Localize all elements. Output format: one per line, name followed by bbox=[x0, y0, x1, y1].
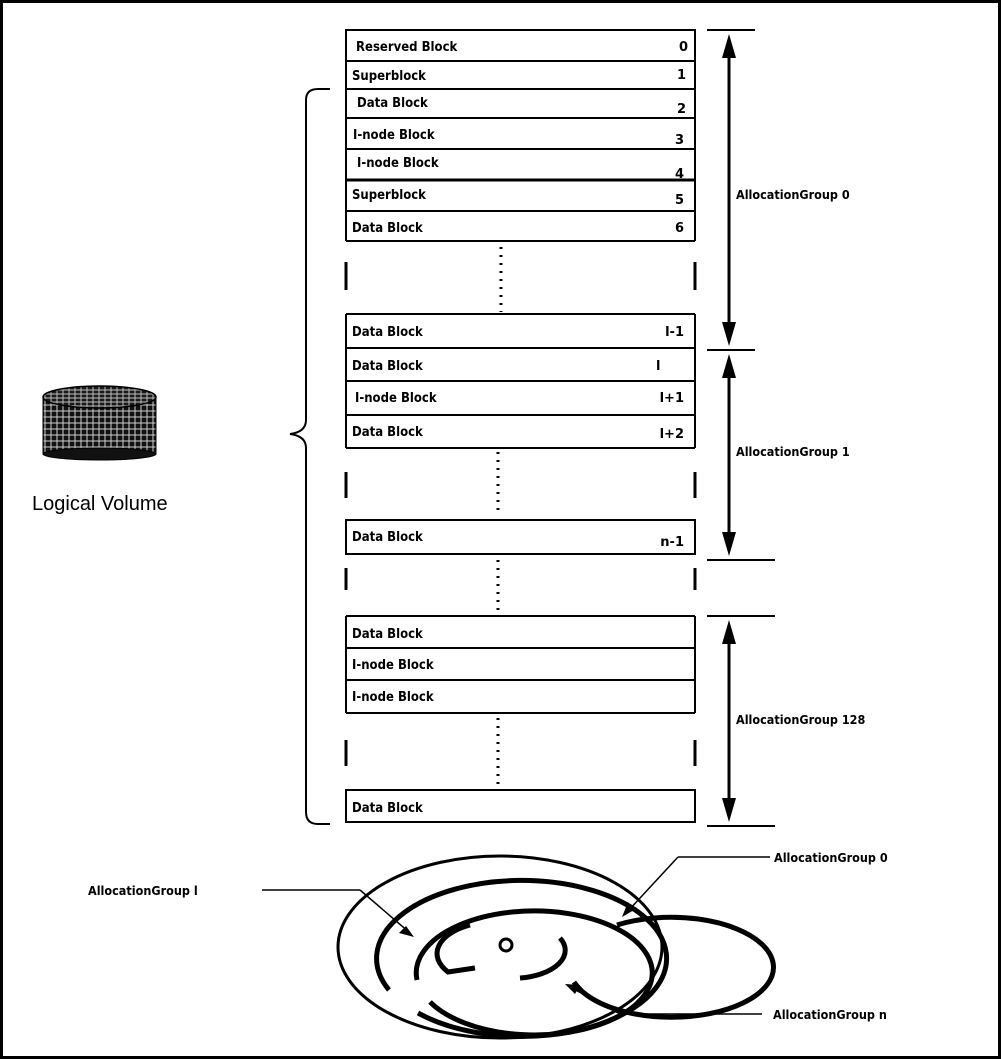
stack-brace bbox=[290, 89, 330, 824]
block-number: l bbox=[656, 359, 660, 374]
block-label: I-node Block bbox=[352, 690, 434, 705]
block-label: I-node Block bbox=[353, 128, 435, 143]
disk-stack-icon bbox=[43, 386, 156, 460]
block-label: Superblock bbox=[352, 188, 426, 203]
block-label: Data Block bbox=[352, 530, 423, 545]
block-label: Data Block bbox=[352, 221, 423, 236]
block-label: Data Block bbox=[352, 801, 423, 816]
logical-volume-label: Logical Volume bbox=[32, 493, 168, 515]
block-number: l-1 bbox=[665, 325, 684, 340]
group-labels: AllocationGroup 0 AllocationGroup 1 Allo… bbox=[736, 187, 865, 727]
block-number: 5 bbox=[675, 193, 684, 208]
block-number: l+1 bbox=[660, 391, 684, 406]
block-label: Data Block bbox=[352, 627, 423, 642]
block-number: n-1 bbox=[660, 535, 684, 550]
block-number: 2 bbox=[677, 102, 686, 117]
block-label: Superblock bbox=[352, 69, 426, 84]
disk-callout-label: AllocationGroup l bbox=[88, 883, 198, 898]
group-label: AllocationGroup 1 bbox=[736, 444, 850, 459]
ellipsis-dots bbox=[498, 247, 501, 786]
block-number: l+2 bbox=[660, 427, 684, 442]
disk-platter-icon bbox=[338, 856, 773, 1038]
block-label: Data Block bbox=[357, 96, 428, 111]
block-label: Data Block bbox=[352, 425, 423, 440]
block-label: I-node Block bbox=[352, 658, 434, 673]
block-number: 3 bbox=[675, 133, 684, 148]
disk-callout-label: AllocationGroup n bbox=[773, 1007, 887, 1022]
block-number: 6 bbox=[675, 221, 684, 236]
block-label: Data Block bbox=[352, 359, 423, 374]
block-number: 4 bbox=[675, 167, 684, 182]
block-number: 1 bbox=[677, 68, 686, 83]
block-number: 0 bbox=[679, 40, 688, 55]
block-label: Data Block bbox=[352, 325, 423, 340]
block-label: I-node Block bbox=[355, 391, 437, 406]
group-ranges bbox=[707, 30, 775, 826]
block-label: Reserved Block bbox=[356, 40, 457, 55]
disk-callout-label: AllocationGroup 0 bbox=[774, 850, 888, 865]
group-label: AllocationGroup 0 bbox=[736, 187, 850, 202]
group-label: AllocationGroup 128 bbox=[736, 712, 865, 727]
block-labels: Reserved Block 0 Superblock 1 Data Block… bbox=[352, 40, 688, 816]
block-label: I-node Block bbox=[357, 156, 439, 171]
